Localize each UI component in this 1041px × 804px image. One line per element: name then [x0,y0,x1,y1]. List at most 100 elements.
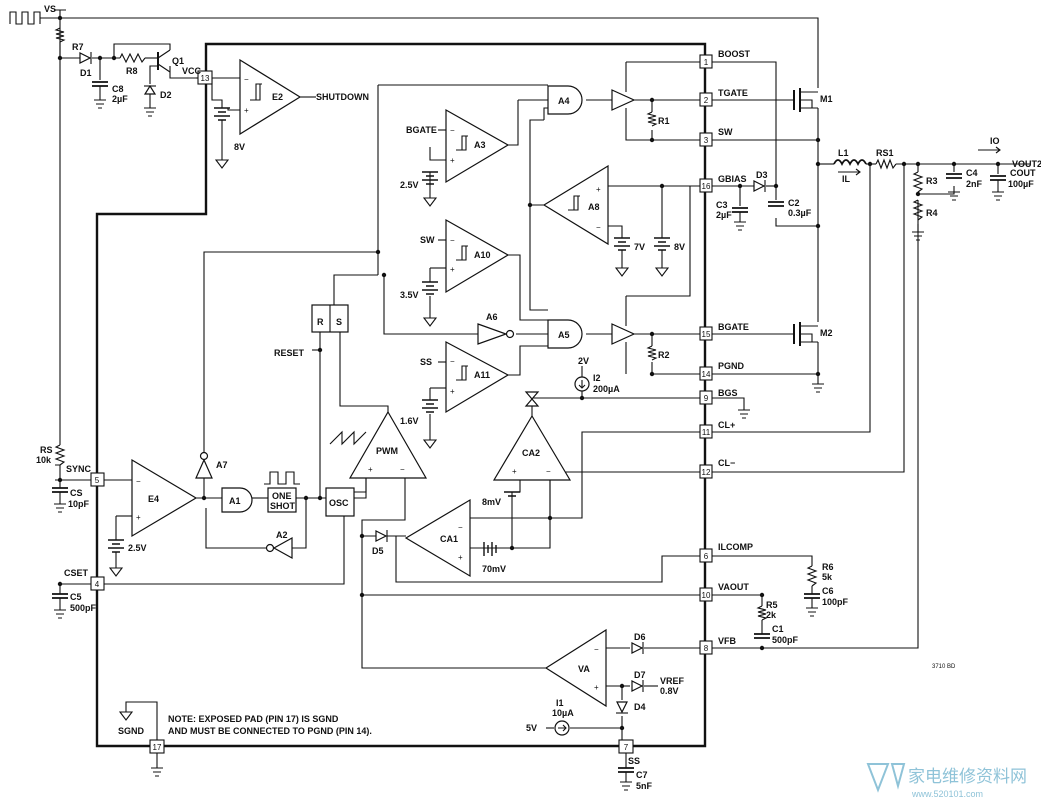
svg-text:3.5V: 3.5V [400,290,419,300]
vref-value: 0.8V [660,686,679,696]
gate-a4: A4 [547,85,583,115]
svg-text:CA2: CA2 [522,448,540,458]
vs-label: VS [44,4,56,14]
svg-text:70mV: 70mV [482,564,506,574]
resistor-rs [54,444,66,466]
svg-text:2.5V: 2.5V [400,180,419,190]
svg-text:CSET: CSET [64,568,89,578]
svg-text:17: 17 [153,743,162,752]
svg-text:C7: C7 [636,770,648,780]
svg-text:5: 5 [95,476,100,485]
svg-text:A3: A3 [474,140,486,150]
svg-text:R5: R5 [766,600,778,610]
svg-text:4: 4 [95,580,100,589]
junction-dots [57,15,1001,731]
svg-text:2nF: 2nF [966,179,983,189]
svg-text:16: 16 [702,182,711,191]
amplifier-ca1: −+ CA1 [404,498,471,578]
svg-text:www.520101.com: www.520101.com [911,789,983,799]
vout2-label: VOUT2 [1012,159,1041,169]
sawtooth-icon [329,430,367,446]
svg-text:−: − [594,645,599,654]
svg-text:SYNC: SYNC [66,464,92,474]
resistor-r1 [646,111,658,127]
svg-text:−: − [450,236,455,245]
svg-text:Q1: Q1 [172,56,184,66]
svg-text:ILCOMP: ILCOMP [718,542,753,552]
svg-text:C4: C4 [966,168,978,178]
svg-text:A11: A11 [474,370,490,380]
il-arrow-icon [838,168,861,176]
gate-a5: A5 [547,319,583,349]
driver-tgate [611,89,636,111]
svg-text:OSC: OSC [329,498,349,508]
svg-text:C5: C5 [70,592,82,602]
diode-d1 [79,52,92,64]
note-line-2: AND MUST BE CONNECTED TO PGND (PIN 14). [168,726,372,736]
io-arrow-icon [978,146,1001,154]
svg-text:CL−: CL− [718,458,735,468]
svg-text:10k: 10k [36,455,52,465]
svg-text:7: 7 [624,743,629,752]
mosfet-m1 [793,88,818,112]
svg-text:15: 15 [702,330,711,339]
pin-4: 4 CSET [64,568,105,591]
svg-text:−: − [400,465,405,474]
sw-in-label: SW [420,235,435,245]
svg-text:2k: 2k [766,610,777,620]
pin-13: 13 [197,70,213,85]
capacitors [52,81,1006,782]
svg-text:R3: R3 [926,176,938,186]
svg-text:A7: A7 [216,460,228,470]
svg-text:3: 3 [704,136,709,145]
one-shot: ONE SHOT [264,471,300,513]
rs-latch: R S [311,304,349,333]
svg-text:2: 2 [704,96,709,105]
svg-text:+: + [450,387,455,396]
svg-text:A4: A4 [558,96,570,106]
svg-text:8: 8 [704,644,709,653]
resistor-r5 [756,605,768,621]
svg-text:A10: A10 [474,250,491,260]
svg-text:500pF: 500pF [772,635,799,645]
inverter-a6: A6 [477,312,515,345]
svg-text:+: + [512,467,517,476]
svg-text:−: − [458,523,463,532]
svg-text:8V: 8V [674,242,685,252]
ground-symbols [54,99,1004,791]
svg-text:COUT: COUT [1010,168,1036,178]
svg-text:RS: RS [40,445,53,455]
svg-text:SS: SS [628,756,640,766]
svg-text:M1: M1 [820,94,833,104]
svg-text:11: 11 [702,428,711,437]
comparator-a8: +− A8 [542,164,609,246]
svg-text:14: 14 [702,370,711,379]
svg-text:TGATE: TGATE [718,88,748,98]
svg-text:VA: VA [578,664,590,674]
voltage-labels: 8V 2.5V 3.5V 1.6V 7V 8V 8mV 70mV 2.5V [128,142,685,574]
svg-text:CA1: CA1 [440,534,458,544]
i2-label: I2 [593,373,601,383]
svg-text:R4: R4 [926,208,938,218]
svg-text:SGND: SGND [118,726,145,736]
svg-text:VFB: VFB [718,636,737,646]
svg-text:R6: R6 [822,562,834,572]
svg-text:−: − [596,223,601,232]
svg-text:D4: D4 [634,702,646,712]
gate-a1: A1 [221,487,253,513]
svg-text:+: + [450,156,455,165]
svg-text:CS: CS [70,488,83,498]
svg-text:7V: 7V [634,242,645,252]
inverter-a2: A2 [265,530,293,560]
svg-text:R1: R1 [658,116,670,126]
svg-text:C6: C6 [822,586,834,596]
resistor-r4 [912,199,924,221]
svg-text:C2: C2 [788,198,800,208]
svg-text:13: 13 [201,74,210,83]
svg-text:5nF: 5nF [636,781,653,791]
